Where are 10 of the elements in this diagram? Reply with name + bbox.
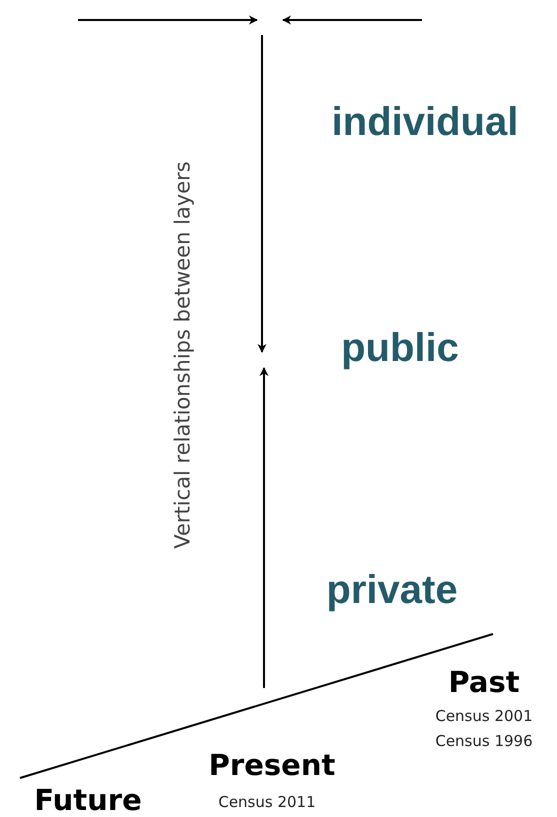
time-label: Future — [34, 785, 142, 817]
census-label: Census 2001 — [435, 708, 533, 724]
time-label: Past — [448, 667, 520, 699]
axis-label: Vertical relationships between layers — [171, 161, 195, 549]
layer-label: public — [341, 326, 459, 370]
time-label: Present — [208, 750, 336, 782]
layer-label: individual — [332, 100, 518, 144]
census-label: Census 2011 — [218, 794, 316, 810]
census-label: Census 1996 — [435, 732, 533, 750]
layer-label: private — [326, 568, 458, 612]
